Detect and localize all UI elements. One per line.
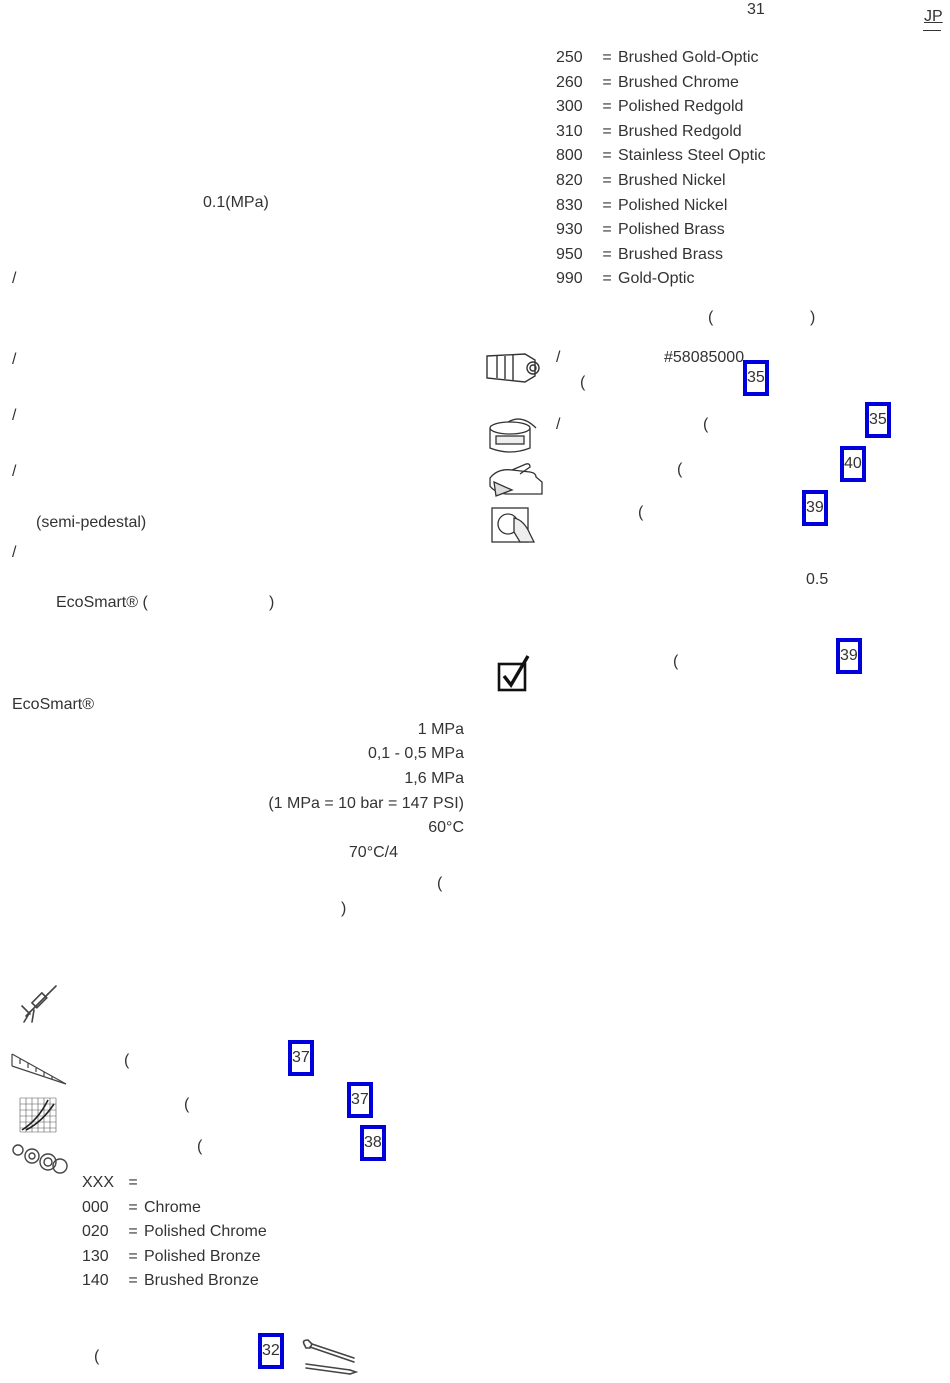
finish-row: 950=Brushed Brass [556, 245, 723, 263]
cleaning-page-link[interactable]: 40 [840, 446, 866, 482]
spare-parts-icon [12, 1144, 68, 1174]
language-underline [923, 30, 941, 31]
filter-page-link[interactable]: 35 [743, 360, 769, 396]
grease-can-icon [489, 418, 537, 453]
filter-part-number: #58085000 [664, 349, 745, 366]
finish-row: 800=Stainless Steel Optic [556, 147, 766, 165]
filter-cartridge-icon [486, 353, 540, 383]
finish-row: 930=Polished Brass [556, 221, 725, 239]
flow-page-link[interactable]: 37 [347, 1082, 373, 1118]
grease-ref-paren: ( [703, 416, 709, 433]
assembly-page-link[interactable]: 32 [258, 1333, 284, 1369]
slash-3: / [12, 407, 17, 424]
finish-row: 020=Polished Chrome [82, 1223, 267, 1241]
cleaning-hand-icon [489, 463, 543, 497]
cleaning-ref-paren: ( [677, 461, 683, 478]
page-number: 31 [747, 1, 765, 18]
spec-hot-water: 60°C [428, 819, 464, 836]
paren-open-right: ( [708, 309, 714, 326]
dimensions-ref-paren: ( [124, 1052, 130, 1069]
grease-page-link[interactable]: 35 [865, 402, 891, 438]
spare-parts-ref-paren: ( [197, 1138, 203, 1155]
flow-diagram-icon [19, 1097, 57, 1133]
finish-row: 140=Brushed Bronze [82, 1272, 259, 1290]
ecosmart-close: ) [269, 594, 275, 611]
flow-ref-paren: ( [184, 1096, 190, 1113]
test-certificate-icon [491, 507, 536, 543]
finish-row: 130=Polished Bronze [82, 1247, 261, 1265]
finish-row: 310=Brushed Redgold [556, 122, 742, 140]
paren-open-left: ( [437, 875, 443, 892]
filter-slash: / [556, 349, 561, 366]
value-half: 0.5 [806, 571, 829, 588]
slash-1: / [12, 270, 17, 287]
slash-5: / [12, 544, 17, 561]
spec-test-pressure: 1,6 MPa [404, 770, 464, 787]
spec-max-pressure: 1 MPa [417, 721, 464, 738]
finish-list-left: XXX= 000=Chrome 020=Polished Chrome 130=… [82, 1173, 267, 1296]
silicone-gun-icon [21, 985, 57, 1023]
finish-row: 300=Polished Redgold [556, 98, 744, 116]
finish-row: XXX= [82, 1174, 138, 1191]
spare-parts-page-link[interactable]: 38 [360, 1125, 386, 1161]
dimensions-page-link[interactable]: 37 [288, 1040, 314, 1076]
slash-2: / [12, 351, 17, 368]
paren-close-left: ) [341, 900, 347, 917]
finish-row: 830=Polished Nickel [556, 196, 728, 214]
ecosmart-open: EcoSmart® ( [56, 594, 148, 611]
checkbox-checked-icon [497, 655, 530, 692]
assembly-ref-paren: ( [94, 1348, 100, 1365]
ecosmart-label: EcoSmart® [12, 696, 95, 713]
spec-operating-pressure: 0,1 - 0,5 MPa [367, 745, 464, 762]
pressure-note: 0.1(MPa) [203, 194, 269, 211]
finish-row: 250=Brushed Gold-Optic [556, 49, 759, 66]
finish-list-right: 250=Brushed Gold-Optic 260=Brushed Chrom… [556, 48, 766, 294]
language-tag: JP [924, 8, 943, 25]
finish-row: 820=Brushed Nickel [556, 171, 726, 189]
slash-4: / [12, 463, 17, 480]
filter-ref-paren: ( [580, 374, 586, 391]
dimensions-icon [11, 1053, 67, 1085]
paren-close-right: ) [810, 309, 816, 326]
spec-thermal-disinfection: 70°C/4 [348, 844, 398, 861]
test-certificate-ref-paren: ( [638, 504, 644, 521]
finish-row: 260=Brushed Chrome [556, 73, 739, 91]
spec-conversion: (1 MPa = 10 bar = 147 PSI) [268, 795, 464, 812]
semi-pedestal-text: (semi-pedestal) [36, 514, 147, 531]
grease-slash: / [556, 416, 561, 433]
checklist-page-link[interactable]: 39 [836, 638, 862, 674]
test-certificate-page-link[interactable]: 39 [802, 490, 828, 526]
finish-row: 000=Chrome [82, 1198, 201, 1216]
checklist-ref-paren: ( [673, 653, 679, 670]
finish-row: 990=Gold-Optic [556, 270, 695, 288]
tools-icon [302, 1339, 358, 1375]
